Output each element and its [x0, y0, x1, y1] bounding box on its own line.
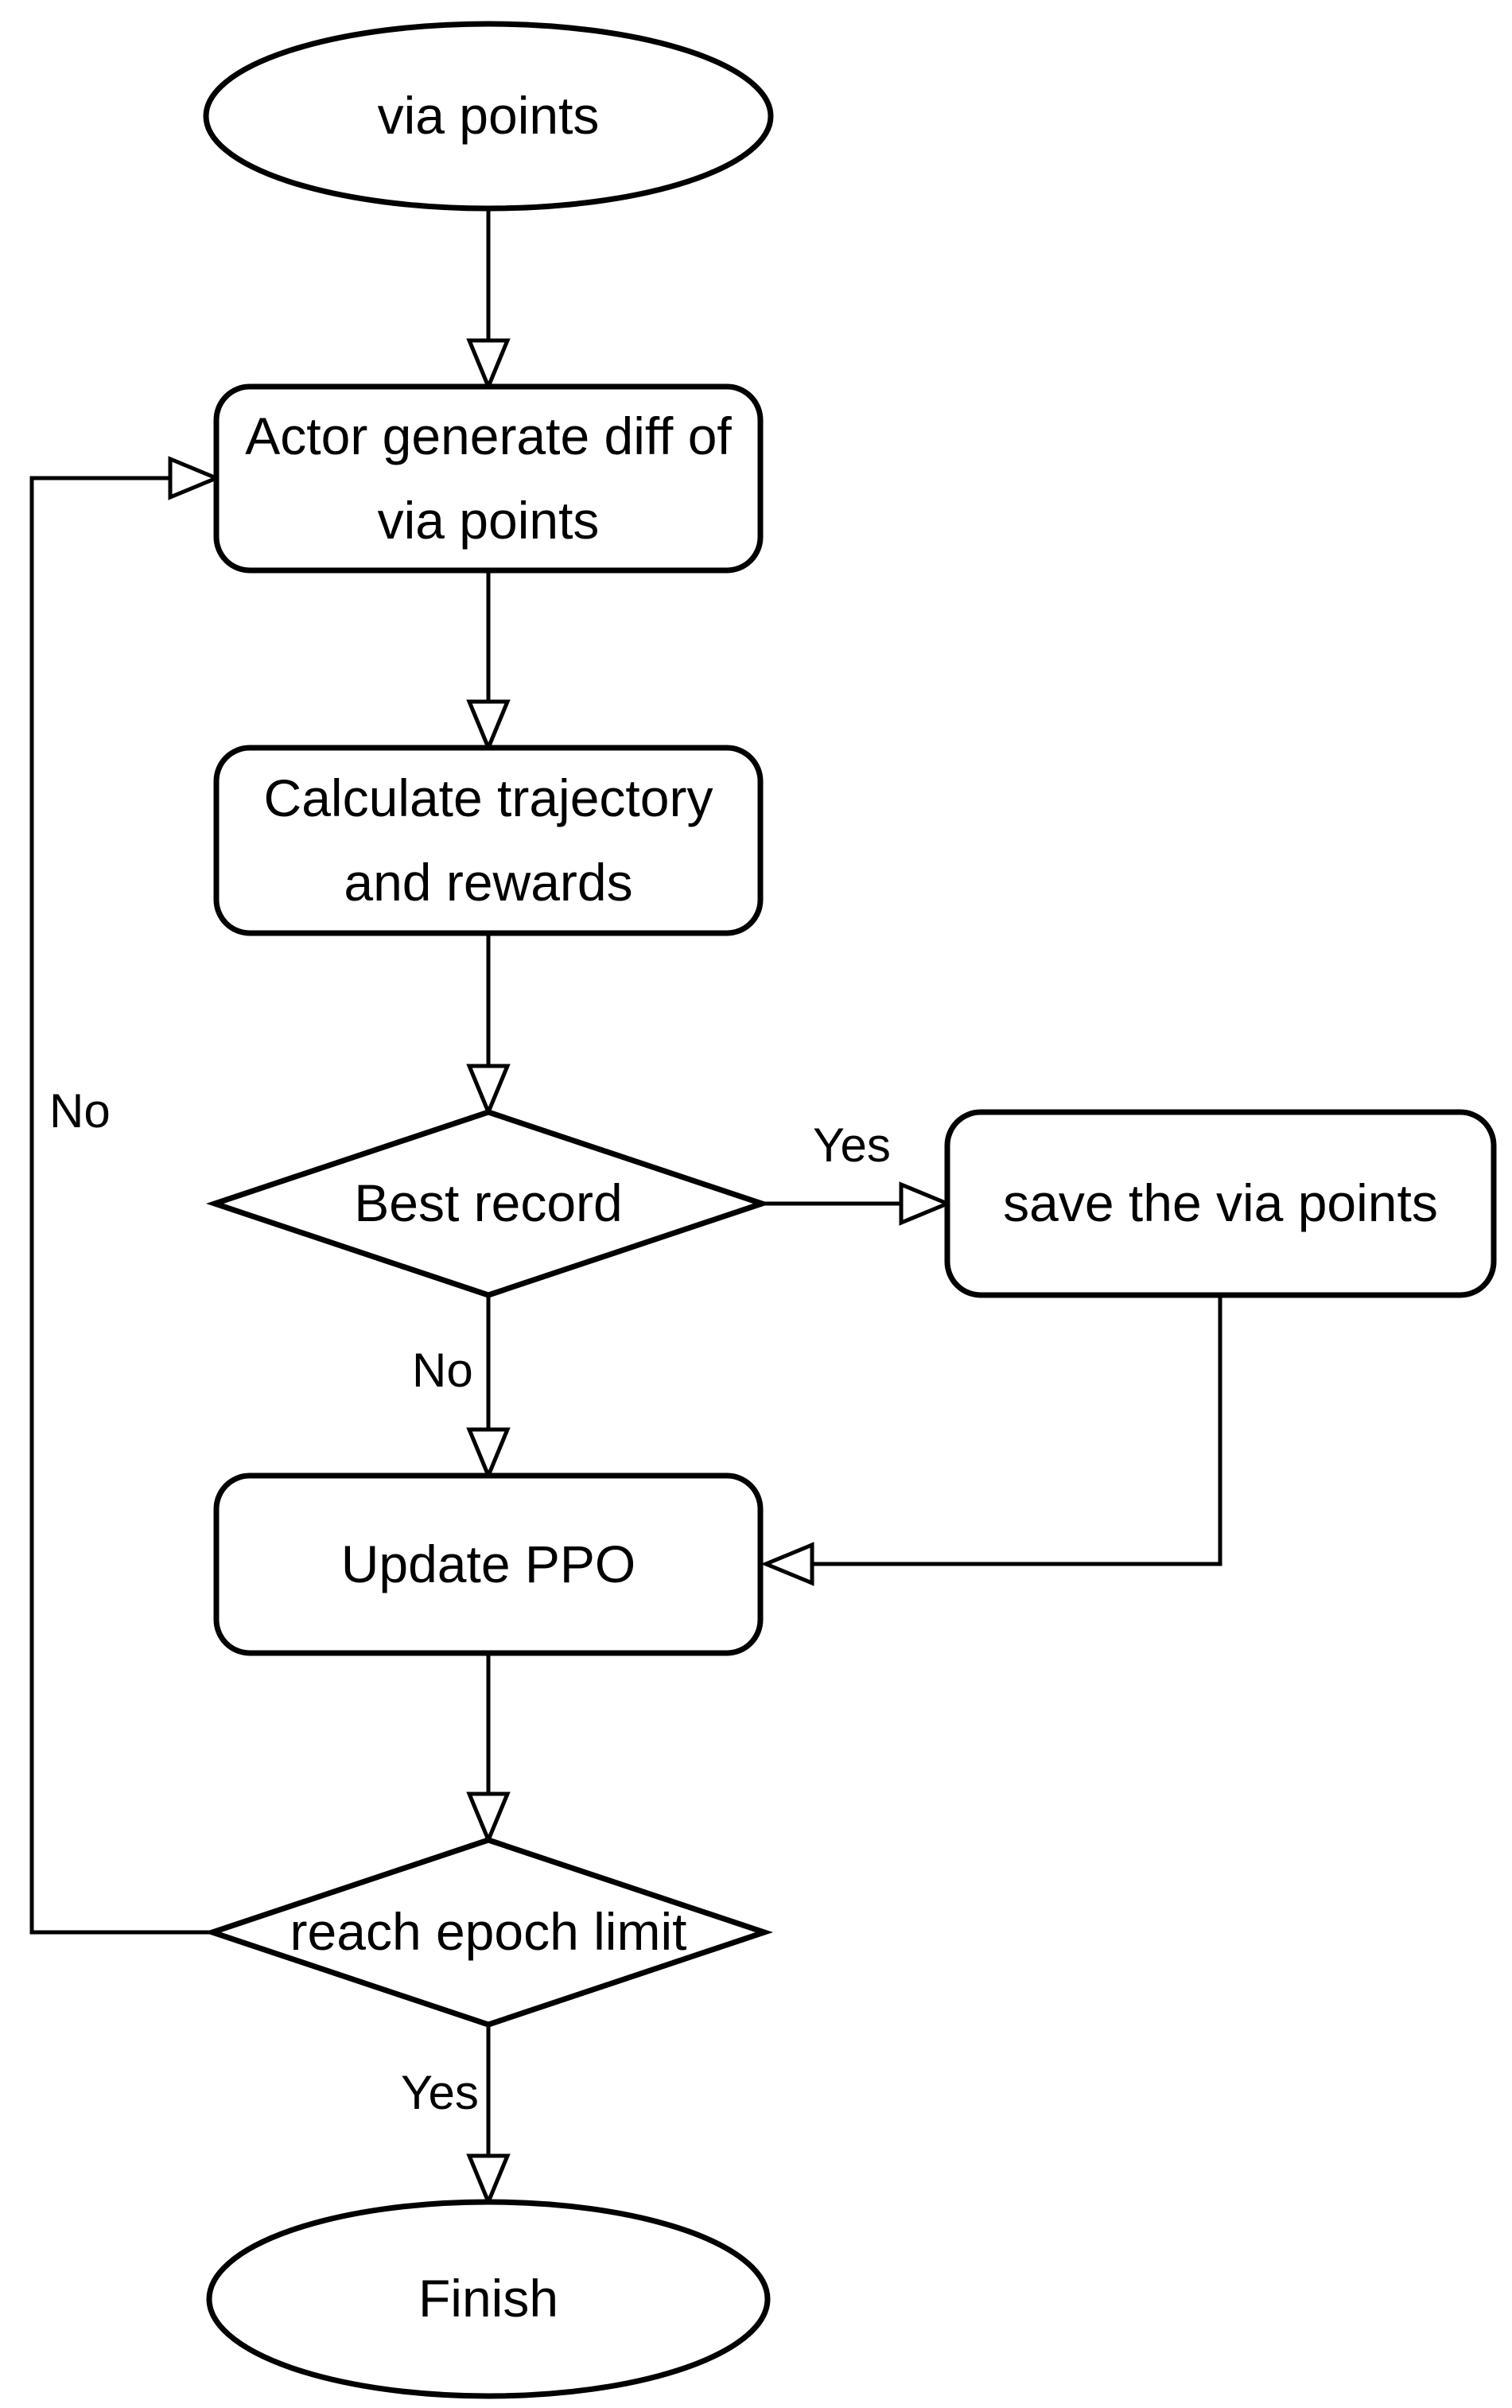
- edge-best-no-arrowhead: [466, 1427, 511, 1481]
- epoch-decision-shape: [203, 1837, 774, 2028]
- actor-process-shape: [213, 383, 764, 574]
- edge-save-to-update: [810, 1295, 1222, 1566]
- edge-update-to-epoch-arrowhead: [466, 1791, 511, 1846]
- edge-epoch-no-loop-arrowhead: [168, 456, 222, 500]
- best-decision-shape: [205, 1109, 772, 1298]
- best-no-edge-label: No: [407, 1343, 478, 1399]
- edge-save-to-update-arrowhead: [760, 1542, 814, 1586]
- start-node-label: via points: [377, 86, 600, 146]
- save-process-shape: [944, 1109, 1497, 1298]
- best-node-label: Best record: [354, 1173, 623, 1233]
- calc-node-label: Calculate trajectory and rewards: [263, 768, 713, 912]
- finish-terminator-shape: [206, 2199, 771, 2399]
- epoch-yes-edge-label: Yes: [396, 2065, 484, 2121]
- update-node-label: Update PPO: [340, 1534, 636, 1593]
- finish-node-label: Finish: [418, 2269, 559, 2328]
- save-node-label: save the via points: [1003, 1173, 1438, 1233]
- edge-calc-to-best-arrowhead: [466, 1064, 511, 1118]
- edge-actor-to-calc-arrowhead: [466, 699, 511, 753]
- update-process-shape: [213, 1472, 764, 1656]
- edge-start-to-actor-arrowhead: [466, 338, 511, 392]
- calc-process-shape: [213, 745, 764, 936]
- actor-node-label: Actor generate diff of via points: [245, 406, 732, 550]
- best-yes-edge-label: Yes: [808, 1118, 896, 1173]
- edge-epoch-no-loop-to-actor: [29, 476, 212, 1935]
- epoch-node-label: reach epoch limit: [290, 1902, 687, 1962]
- start-terminator-shape: [203, 21, 774, 212]
- edge-epoch-yes-arrowhead: [466, 2153, 511, 2208]
- epoch-no-edge-label: No: [45, 1083, 115, 1139]
- edge-best-yes-arrowhead: [899, 1181, 953, 1226]
